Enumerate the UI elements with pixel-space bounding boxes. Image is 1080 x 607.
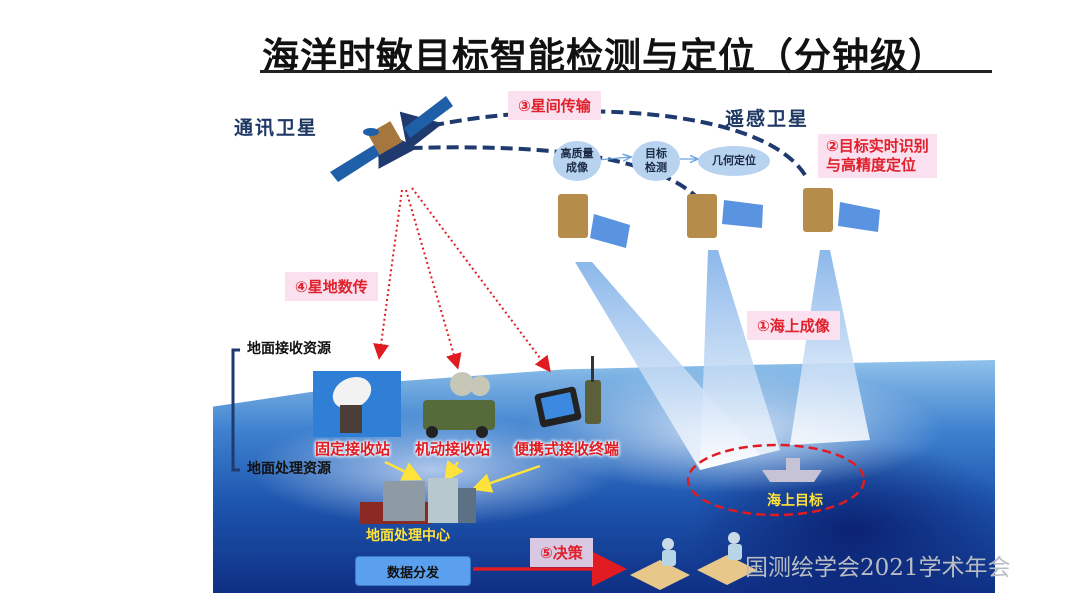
ground-process-resources-label: 地面处理资源 bbox=[247, 461, 331, 477]
step4-label: ④星地数传 bbox=[285, 272, 378, 301]
processing-center-image bbox=[360, 478, 476, 524]
mobile-station-image bbox=[423, 372, 495, 438]
portable-terminal-image bbox=[534, 356, 601, 428]
operator-icons bbox=[630, 532, 757, 590]
remote-sat-2-icon bbox=[687, 194, 763, 238]
pipeline-stage-imaging: 高质量成像 bbox=[553, 141, 601, 181]
watermark: 国测绘学会2021学术年会 bbox=[745, 555, 1011, 581]
step2-label: ②目标实时识别 与高精度定位 bbox=[818, 134, 937, 178]
warship-icon bbox=[762, 458, 822, 482]
comm-satellite-icon bbox=[330, 96, 453, 182]
step3-label: ③星间传输 bbox=[508, 91, 601, 120]
step2-line2: 与高精度定位 bbox=[826, 156, 917, 174]
remote-sat-3-icon bbox=[803, 188, 880, 232]
step1-label: ①海上成像 bbox=[747, 311, 840, 340]
fixed-station-label: 固定接收站 bbox=[315, 440, 391, 458]
processing-center-label: 地面处理中心 bbox=[366, 528, 450, 544]
pipeline-stage-detection: 目标检测 bbox=[632, 141, 680, 181]
mobile-station-label: 机动接收站 bbox=[415, 440, 491, 458]
remote-satellite-label: 遥感卫星 bbox=[725, 108, 810, 130]
sea-target-label: 海上目标 bbox=[767, 493, 823, 509]
fixed-station-image bbox=[313, 371, 401, 437]
step2-line1: ②目标实时识别 bbox=[826, 137, 929, 155]
comm-satellite-label: 通讯卫星 bbox=[234, 117, 319, 139]
portable-terminal-label: 便携式接收终端 bbox=[514, 440, 620, 458]
remote-sat-1-icon bbox=[558, 194, 630, 248]
title-underline bbox=[260, 70, 992, 73]
ground-receive-resources-label: 地面接收资源 bbox=[247, 341, 331, 357]
step5-label: ⑤决策 bbox=[530, 538, 593, 567]
pipeline-stage-geolocation: 几何定位 bbox=[698, 146, 770, 176]
data-distribution-box: 数据分发 bbox=[355, 556, 471, 586]
imaging-beams bbox=[575, 250, 870, 470]
